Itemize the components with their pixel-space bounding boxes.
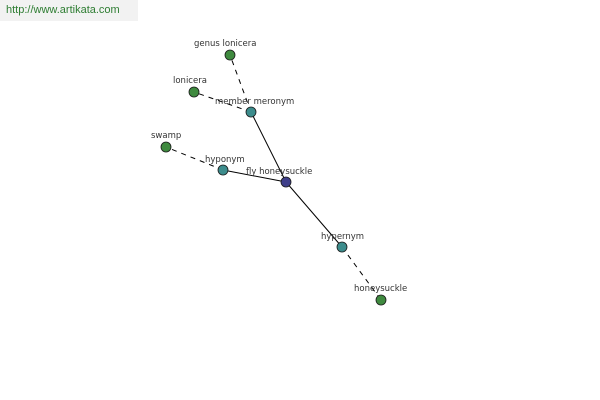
node-label-hypernym: hypernym	[321, 232, 364, 242]
node-hypernym[interactable]: hypernym	[321, 232, 364, 253]
node-hyponym[interactable]: hyponym	[205, 155, 245, 176]
edge-fly-honeysuckle-to-hyponym	[222, 169, 287, 183]
site-watermark: http://www.artikata.com	[0, 0, 138, 21]
node-dot-swamp[interactable]	[160, 141, 172, 153]
node-dot-genus-lonicera[interactable]	[224, 49, 236, 61]
node-label-fly-honeysuckle: fly honeysuckle	[246, 167, 312, 177]
edge-fly-honeysuckle-to-hypernym	[285, 181, 343, 248]
node-lonicera[interactable]: lonicera	[173, 76, 207, 98]
node-dot-hyponym[interactable]	[217, 164, 229, 176]
edge-hypernym-to-honeysuckle	[341, 246, 382, 301]
node-label-swamp: swamp	[151, 131, 181, 141]
node-label-hyponym: hyponym	[205, 155, 245, 165]
node-label-member-meronym: member meronym	[215, 97, 294, 107]
nodes-layer: fly honeysuckle member meronym hyponym hype…	[151, 39, 407, 306]
node-swamp[interactable]: swamp	[151, 131, 181, 153]
edge-fly-honeysuckle-to-member-meronym	[250, 111, 287, 183]
node-dot-member-meronym[interactable]	[245, 106, 257, 118]
node-honeysuckle[interactable]: honeysuckle	[354, 284, 407, 306]
node-genus-lonicera[interactable]: genus lonicera	[194, 39, 256, 61]
node-label-honeysuckle: honeysuckle	[354, 284, 407, 294]
edges-layer	[165, 54, 382, 301]
node-member-meronym[interactable]: member meronym	[215, 97, 294, 118]
node-dot-hypernym[interactable]	[336, 241, 348, 253]
node-label-lonicera: lonicera	[173, 76, 207, 86]
edge-member-meronym-to-lonicera	[193, 91, 252, 113]
node-label-genus-lonicera: genus lonicera	[194, 39, 256, 49]
node-dot-lonicera[interactable]	[188, 86, 200, 98]
node-dot-fly-honeysuckle[interactable]	[280, 176, 292, 188]
edge-hyponym-to-swamp	[165, 146, 224, 171]
edge-member-meronym-to-genus-lonicera	[229, 54, 252, 113]
node-dot-honeysuckle[interactable]	[375, 294, 387, 306]
node-fly-honeysuckle[interactable]: fly honeysuckle	[246, 167, 312, 188]
